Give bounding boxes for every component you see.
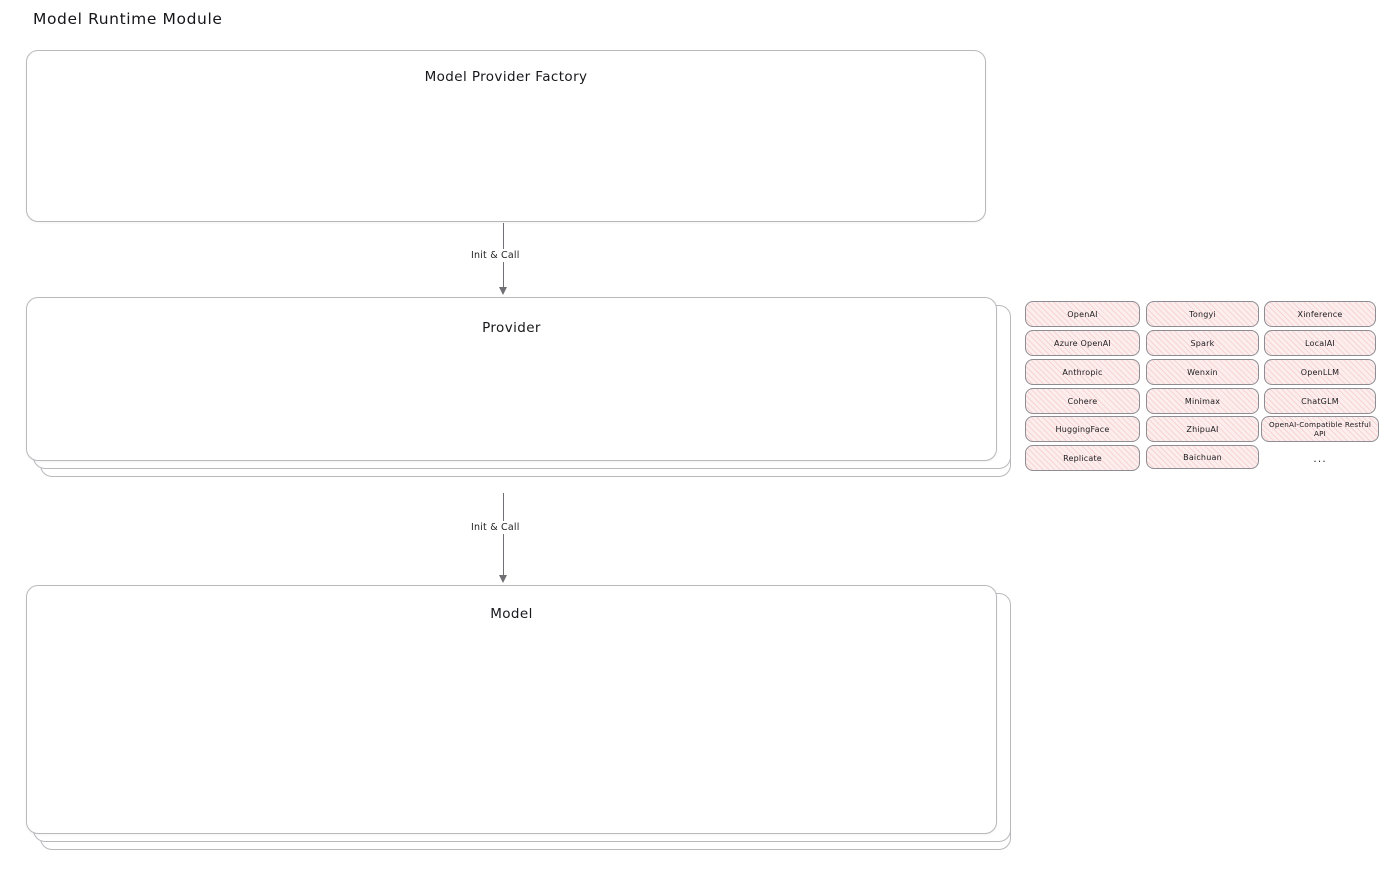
provider-pill-azure-openai[interactable]: Azure OpenAI xyxy=(1025,330,1140,356)
arrow-label-init-and-call-2: Init & Call xyxy=(467,521,524,534)
provider-pill-openai[interactable]: OpenAI xyxy=(1025,301,1140,327)
arrow-label-init-and-call: Init & Call xyxy=(467,249,524,262)
section-model-provider-factory: Model Provider Factory xyxy=(26,50,986,222)
provider-pill-chatglm[interactable]: ChatGLM xyxy=(1264,388,1376,414)
provider-pill-localai[interactable]: LocalAI xyxy=(1264,330,1376,356)
provider-pill-huggingface[interactable]: HuggingFace xyxy=(1025,416,1140,442)
provider-pill-cohere[interactable]: Cohere xyxy=(1025,388,1140,414)
section-provider: Provider xyxy=(26,297,1011,477)
provider-pill-minimax[interactable]: Minimax xyxy=(1146,388,1259,414)
page-title: Model Runtime Module xyxy=(33,10,223,28)
provider-list-more: ... xyxy=(1313,452,1327,465)
provider-pill-xinference[interactable]: Xinference xyxy=(1264,301,1376,327)
provider-pill-zhipuai[interactable]: ZhipuAI xyxy=(1146,416,1259,442)
section-title-model-provider-factory: Model Provider Factory xyxy=(424,69,588,85)
provider-pill-openai-compatible-restful-api[interactable]: OpenAI-Compatible Restful API xyxy=(1261,416,1379,442)
provider-pill-tongyi[interactable]: Tongyi xyxy=(1146,301,1259,327)
provider-pill-anthropic[interactable]: Anthropic xyxy=(1025,359,1140,385)
section-title-provider: Provider xyxy=(482,320,541,336)
provider-pill-baichuan[interactable]: Baichuan xyxy=(1146,445,1259,469)
section-title-model: Model xyxy=(490,606,533,622)
provider-pill-openllm[interactable]: OpenLLM xyxy=(1264,359,1376,385)
section-model: Model xyxy=(26,585,1018,850)
provider-pill-replicate[interactable]: Replicate xyxy=(1025,445,1140,471)
provider-pill-spark[interactable]: Spark xyxy=(1146,330,1259,356)
provider-pill-wenxin[interactable]: Wenxin xyxy=(1146,359,1259,385)
